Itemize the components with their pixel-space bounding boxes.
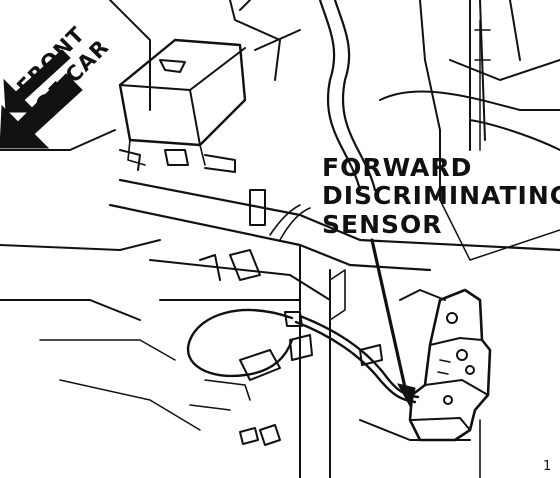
leader-arrow-icon [370, 238, 416, 410]
sensor-wiring-harness [186, 308, 420, 404]
sensor-callout: FORWARD DISCRIMINATING SENSOR [322, 153, 560, 239]
callout-line3: SENSOR [322, 210, 443, 239]
front-direction-arrow-icon [0, 49, 83, 149]
callout-line1: FORWARD [322, 153, 472, 182]
forward-discriminating-sensor [408, 288, 492, 442]
figure-number: 1 [543, 459, 551, 474]
callout-line2: DISCRIMINATING [322, 181, 560, 210]
